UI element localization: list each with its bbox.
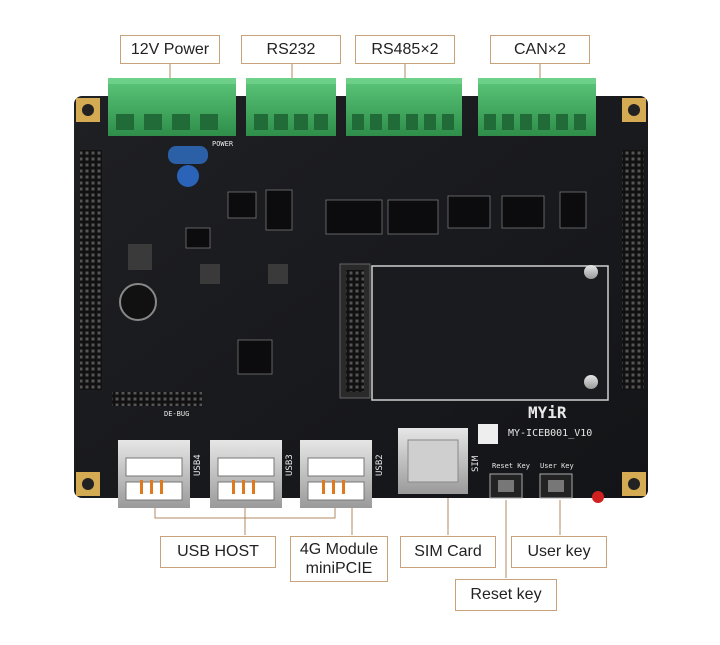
callout-usb-host: USB HOST bbox=[160, 536, 276, 568]
callout-12v-power: 12V Power bbox=[120, 35, 220, 64]
qr-code bbox=[478, 424, 498, 444]
debug-header bbox=[112, 392, 202, 406]
usb2-silkscreen: USB2 bbox=[375, 454, 385, 476]
debug-silkscreen: DE-BUG bbox=[164, 410, 189, 418]
usb-ports bbox=[118, 440, 372, 508]
power-silkscreen: POWER bbox=[212, 140, 234, 148]
model-silkscreen: MY-ICEB001_V10 bbox=[508, 428, 592, 439]
led-red bbox=[592, 491, 604, 503]
power-inductor bbox=[168, 146, 208, 164]
mounting-pads bbox=[76, 98, 646, 496]
callout-can: CAN×2 bbox=[490, 35, 590, 64]
callout-user-key: User key bbox=[511, 536, 607, 568]
inductor-l1 bbox=[128, 244, 152, 270]
usb3-silkscreen: USB3 bbox=[285, 454, 295, 476]
electrolytic-capacitor bbox=[119, 283, 157, 321]
usb4-silkscreen: USB4 bbox=[193, 454, 203, 476]
tactile-keys bbox=[489, 473, 573, 499]
callout-reset-key: Reset key bbox=[455, 579, 557, 611]
callout-rs232: RS232 bbox=[241, 35, 341, 64]
user-key-silkscreen: User Key bbox=[540, 462, 574, 470]
reset-key-silkscreen: Reset Key bbox=[492, 462, 530, 470]
blue-capacitor bbox=[177, 165, 199, 187]
terminal-blocks bbox=[108, 78, 596, 136]
left-pin-header bbox=[80, 150, 102, 390]
brand-silkscreen: MYiR bbox=[528, 403, 567, 422]
module-outline bbox=[371, 265, 609, 401]
sim-silkscreen: SIM bbox=[471, 455, 481, 472]
callout-rs485: RS485×2 bbox=[355, 35, 455, 64]
integrated-circuits bbox=[185, 189, 587, 375]
callout-sim-card: SIM Card bbox=[400, 536, 496, 568]
right-pin-header bbox=[622, 150, 644, 390]
